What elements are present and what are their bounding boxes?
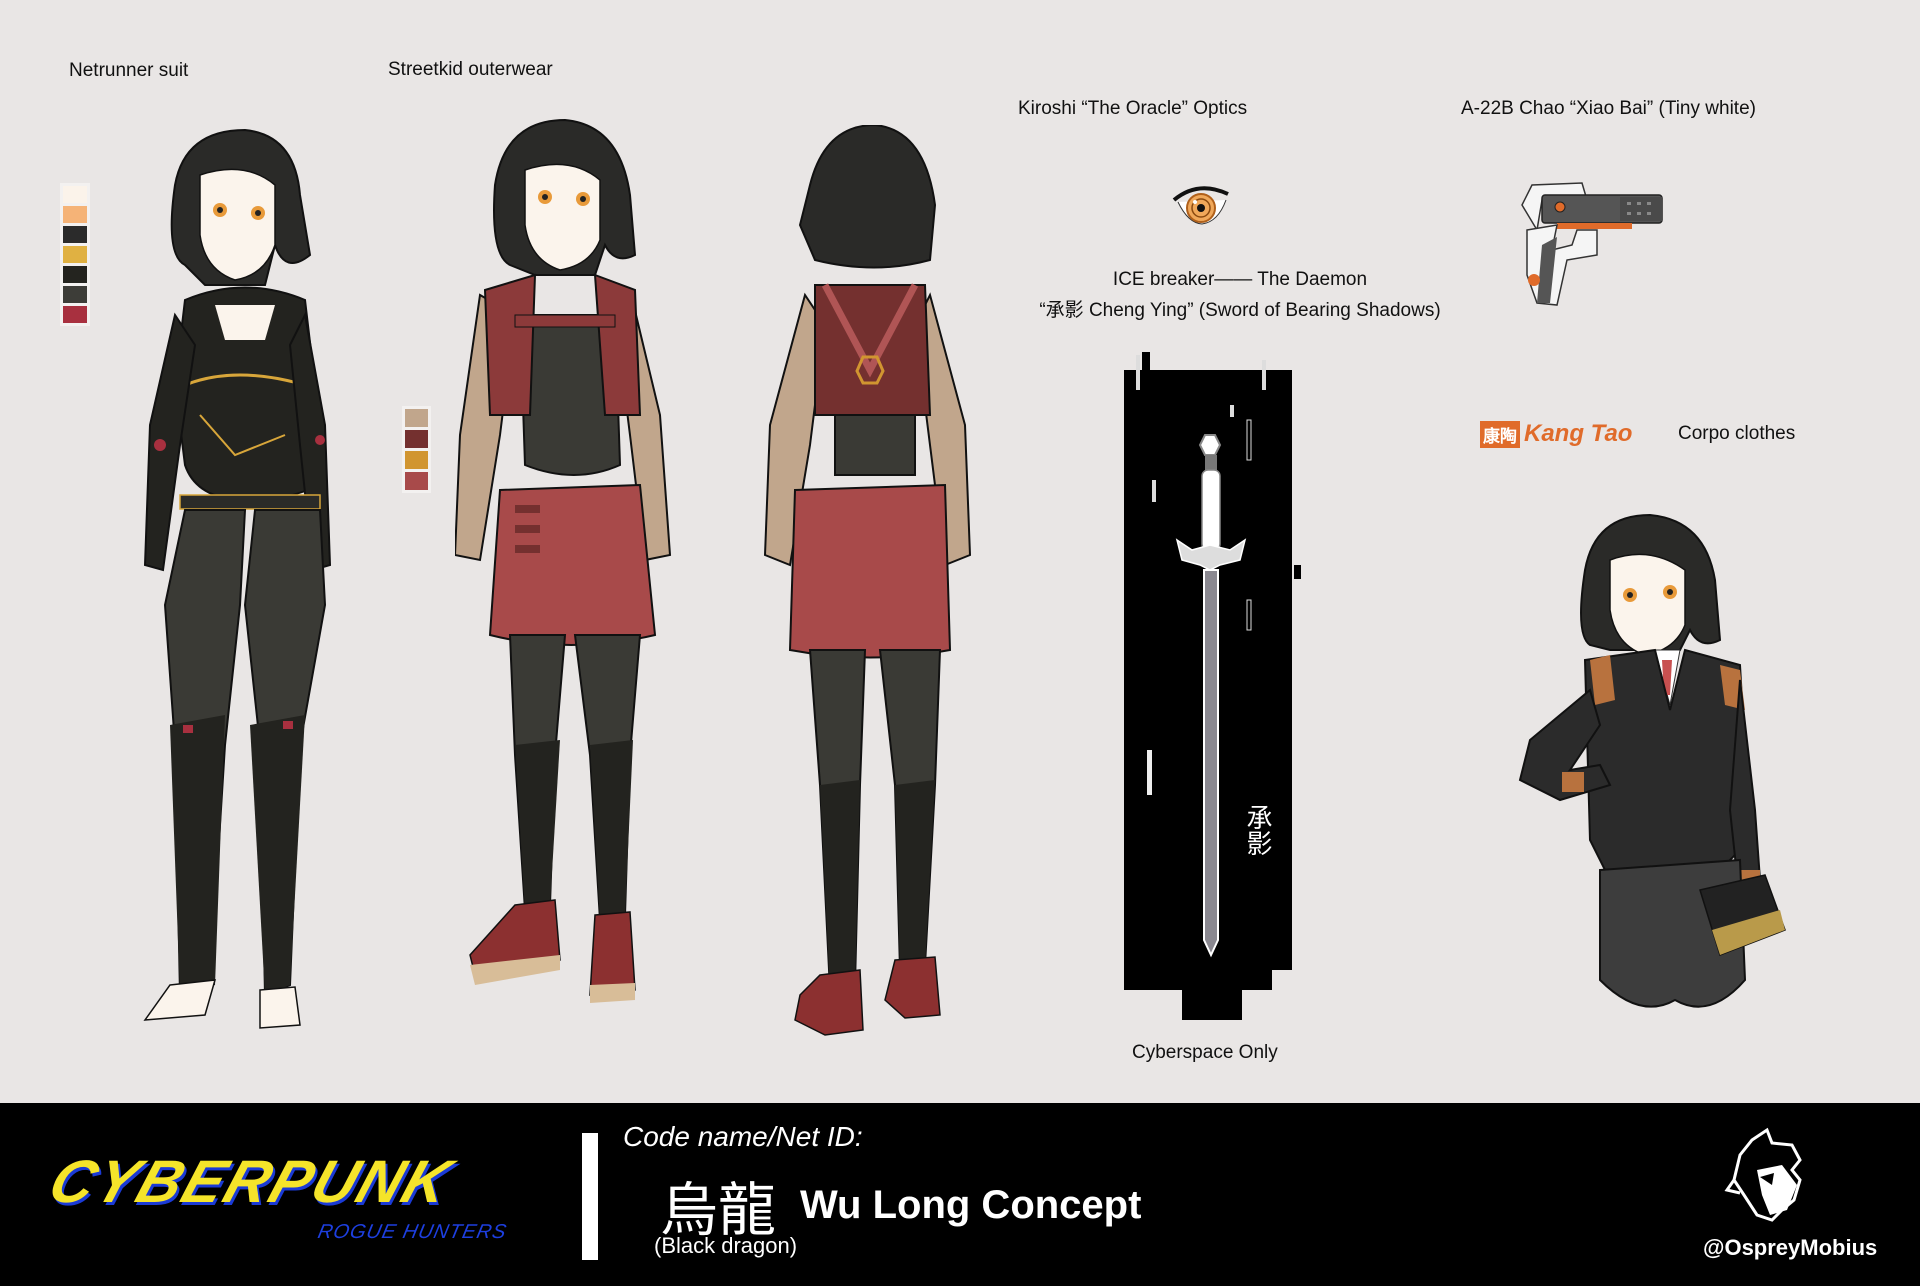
artist-handle: @OspreyMobius — [1703, 1235, 1878, 1260]
code-name-label: Code name/Net ID: — [623, 1121, 863, 1152]
swatch-dark — [63, 266, 87, 283]
osprey-avatar-icon — [1724, 1127, 1802, 1222]
name-cjk: 烏龍 — [660, 1176, 777, 1244]
kang-tao-brand: 康陶 Kang Tao — [1480, 420, 1632, 448]
swatch-black — [63, 226, 87, 243]
rogue-hunters-logo: ROGUE HUNTERS — [315, 1221, 510, 1243]
sword-inscription: 承影 — [1242, 804, 1272, 856]
pistol-label: A-22B Chao “Xiao Bai” (Tiny white) — [1461, 98, 1756, 119]
corpo-clothes-label: Corpo clothes — [1678, 423, 1796, 444]
icebreaker-subtitle: “承影 Cheng Ying” (Sword of Bearing Shadow… — [1039, 300, 1441, 321]
icebreaker-sword-panel: 承影 — [1124, 352, 1301, 1020]
name-english: Wu Long Concept — [800, 1183, 1142, 1227]
swatch-orange — [63, 206, 87, 223]
a22b-pistol-icon — [1521, 182, 1663, 306]
streetkid-back-figure — [763, 125, 972, 1036]
kiroshi-optics-eye-icon — [1172, 186, 1229, 225]
netrunner-palette — [60, 183, 90, 326]
streetkid-outerwear-label: Streetkid outerwear — [388, 59, 553, 80]
streetkid-palette — [402, 406, 431, 493]
swatch-gold — [63, 246, 87, 263]
netrunner-figure — [143, 128, 332, 1029]
swatch-brick — [405, 472, 428, 490]
swatch-tan — [405, 409, 428, 427]
name-translation: (Black dragon) — [654, 1233, 798, 1258]
icebreaker-title: ICE breaker—— The Daemon — [1112, 269, 1368, 290]
kang-tao-cjk: 康陶 — [1480, 420, 1520, 448]
footer-banner: CYBERPUNK ROGUE HUNTERS Code name/Net ID… — [0, 1103, 1920, 1286]
netrunner-suit-label: Netrunner suit — [69, 60, 189, 81]
swatch-red — [63, 306, 87, 323]
swatch-gray — [63, 286, 87, 303]
optics-label: Kiroshi “The Oracle” Optics — [1018, 98, 1248, 119]
corpo-figure — [1518, 513, 1786, 1008]
swatch-amber — [405, 451, 428, 469]
divider-bar — [582, 1133, 598, 1260]
swatch-skin — [63, 186, 87, 203]
cyberpunk-logo: CYBERPUNK — [41, 1148, 461, 1215]
swatch-maroon — [405, 430, 428, 448]
streetkid-front-figure — [455, 118, 672, 1003]
cyberspace-only-caption: Cyberspace Only — [1132, 1042, 1278, 1063]
kang-tao-name: Kang Tao — [1524, 420, 1633, 447]
